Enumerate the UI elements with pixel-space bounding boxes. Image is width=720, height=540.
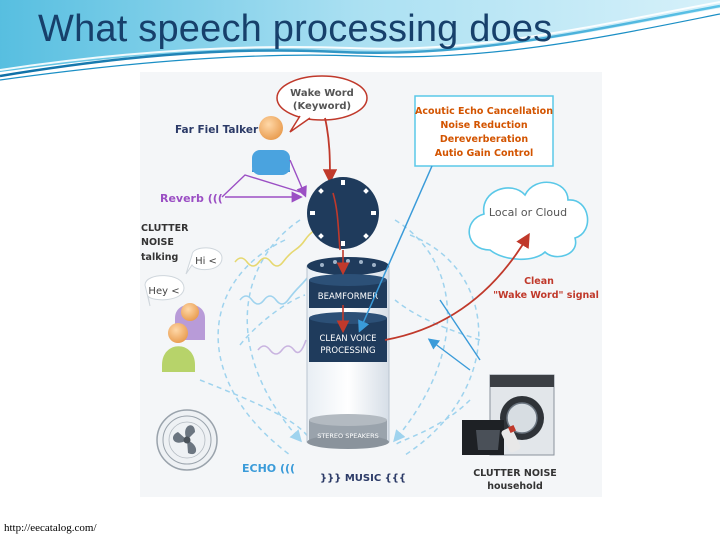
fan-icon bbox=[156, 409, 218, 471]
header-wave-decoration bbox=[0, 0, 720, 81]
slide-title: What speech processing does bbox=[38, 8, 553, 50]
wake-word-line2: (Keyword) bbox=[293, 101, 351, 112]
dereverberation-text: Dereverberation bbox=[440, 134, 528, 145]
clean-voice-line1: CLEAN VOICE bbox=[319, 334, 376, 344]
clutter-talking-line1: CLUTTER bbox=[141, 223, 189, 234]
talking-people-icon bbox=[162, 303, 205, 372]
clean-voice-line2: PROCESSING bbox=[320, 346, 375, 356]
speaker-cylinder: BEAMFORMER CLEAN VOICE PROCESSING STEREO… bbox=[306, 250, 390, 449]
wake-word-arrow bbox=[322, 117, 338, 184]
clutter-talking-line3: talking bbox=[141, 252, 178, 263]
clean-signal-arrow bbox=[384, 232, 530, 341]
household-arrows bbox=[427, 299, 481, 371]
reverb-lines bbox=[221, 159, 307, 203]
clean-signal-line1: Clean bbox=[524, 276, 554, 287]
stereo-speakers-label: STEREO SPEAKERS bbox=[317, 432, 379, 440]
person-icon bbox=[252, 116, 290, 175]
music-label: }}} MUSIC {{{ bbox=[320, 473, 406, 484]
clean-signal-line2: "Wake Word" signal bbox=[493, 290, 599, 301]
hi-text: Hi < bbox=[195, 256, 217, 267]
hey-text: Hey < bbox=[148, 286, 179, 297]
washing-machine-icon bbox=[462, 374, 555, 456]
echo-label: ECHO ((( bbox=[242, 462, 295, 475]
clutter-talking-line2: NOISE bbox=[141, 237, 174, 248]
microphone-array-icon bbox=[307, 177, 379, 251]
wake-word-line1: Wake Word bbox=[290, 88, 354, 99]
processing-pointer bbox=[358, 165, 433, 333]
clutter-household-line2: household bbox=[487, 481, 543, 492]
noise-reduction-text: Noise Reduction bbox=[440, 120, 527, 131]
beamformer-label: BEAMFORMER bbox=[318, 292, 379, 302]
clutter-household-line1: CLUTTER NOISE bbox=[473, 468, 557, 479]
wake-word-bubble: Wake Word (Keyword) bbox=[276, 75, 368, 133]
cloud-label: Local or Cloud bbox=[489, 206, 567, 219]
source-url: http://eecatalog.com/ bbox=[4, 522, 97, 534]
agc-text: Autio Gain Control bbox=[435, 148, 534, 159]
processing-box: Acoutic Echo Cancellation Noise Reductio… bbox=[414, 95, 554, 167]
reverb-label: Reverb ((( bbox=[160, 192, 223, 205]
far-field-talker-label: Far Fiel Talker bbox=[175, 124, 259, 136]
hi-bubble: Hi < bbox=[185, 247, 223, 275]
hey-bubble: Hey < bbox=[144, 275, 185, 307]
cloud-icon: Local or Cloud bbox=[468, 181, 589, 261]
aec-text: Acoutic Echo Cancellation bbox=[415, 106, 553, 117]
